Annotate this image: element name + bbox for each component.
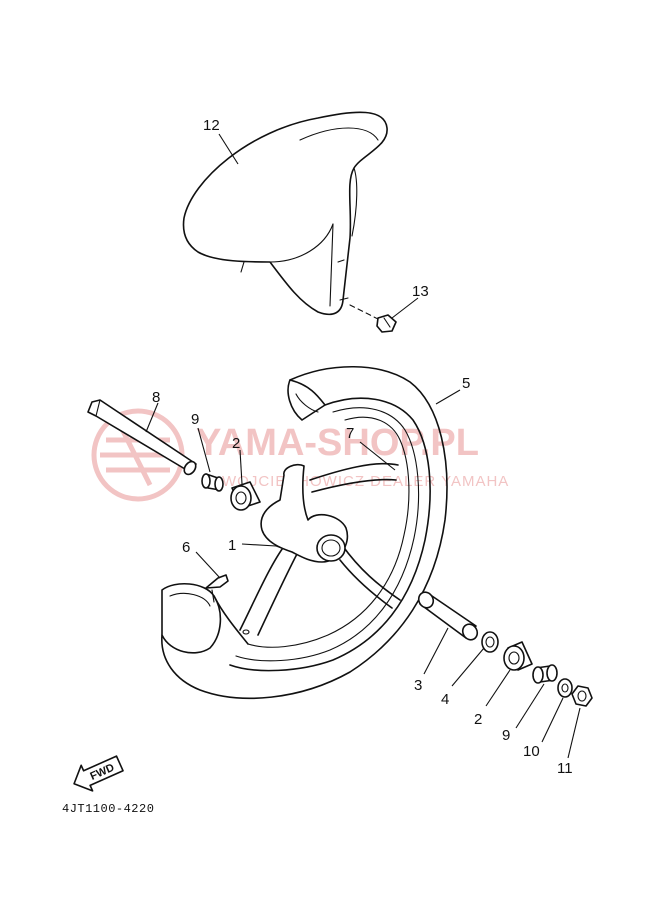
callout-11: 11	[557, 760, 573, 777]
spacer-tube	[417, 591, 479, 641]
valve-stem	[205, 574, 229, 603]
leader-2a	[239, 449, 243, 485]
leader-4	[451, 647, 485, 687]
callout-1: 1	[228, 537, 236, 554]
callout-13: 13	[412, 283, 429, 300]
oil-seal	[481, 631, 499, 653]
fwd-arrow-icon: FWD	[73, 755, 124, 792]
callout-3: 3	[414, 677, 422, 694]
leader-9a	[197, 427, 211, 473]
leader-10	[541, 697, 564, 743]
callout-10: 10	[523, 743, 540, 760]
leader-6	[195, 551, 221, 579]
front-axle	[87, 399, 197, 476]
callout-12: 12	[203, 117, 220, 134]
leader-12	[218, 133, 239, 165]
callout-9b: 9	[502, 727, 510, 744]
callout-7: 7	[346, 425, 354, 442]
callout-2b: 2	[474, 711, 482, 728]
collar-right	[532, 664, 558, 684]
collar-left	[201, 473, 224, 492]
leader-7	[359, 441, 396, 471]
leader-9b	[515, 683, 545, 729]
callout-5: 5	[462, 375, 470, 392]
front-fender	[182, 111, 388, 316]
leader-13	[391, 297, 419, 319]
callout-6: 6	[182, 539, 190, 556]
axle-nut	[571, 685, 593, 707]
callout-9a: 9	[191, 411, 199, 428]
bearing-right	[503, 641, 533, 671]
callout-4: 4	[441, 691, 449, 708]
wheel	[161, 365, 448, 700]
washer	[557, 678, 573, 698]
leader-8	[145, 402, 159, 433]
leader-1	[241, 543, 277, 547]
bearing-left	[230, 481, 261, 511]
diagram-code: 4JT1100-4220	[62, 802, 154, 816]
callout-2a: 2	[232, 435, 240, 452]
leader-5	[435, 389, 461, 405]
leader-11	[567, 707, 581, 759]
watermark-title: YAMA-SHOP.PL	[196, 422, 479, 464]
leader-3	[423, 627, 449, 675]
fender-bolt	[349, 304, 397, 333]
leader-2b	[485, 669, 511, 707]
callout-8: 8	[152, 389, 160, 406]
